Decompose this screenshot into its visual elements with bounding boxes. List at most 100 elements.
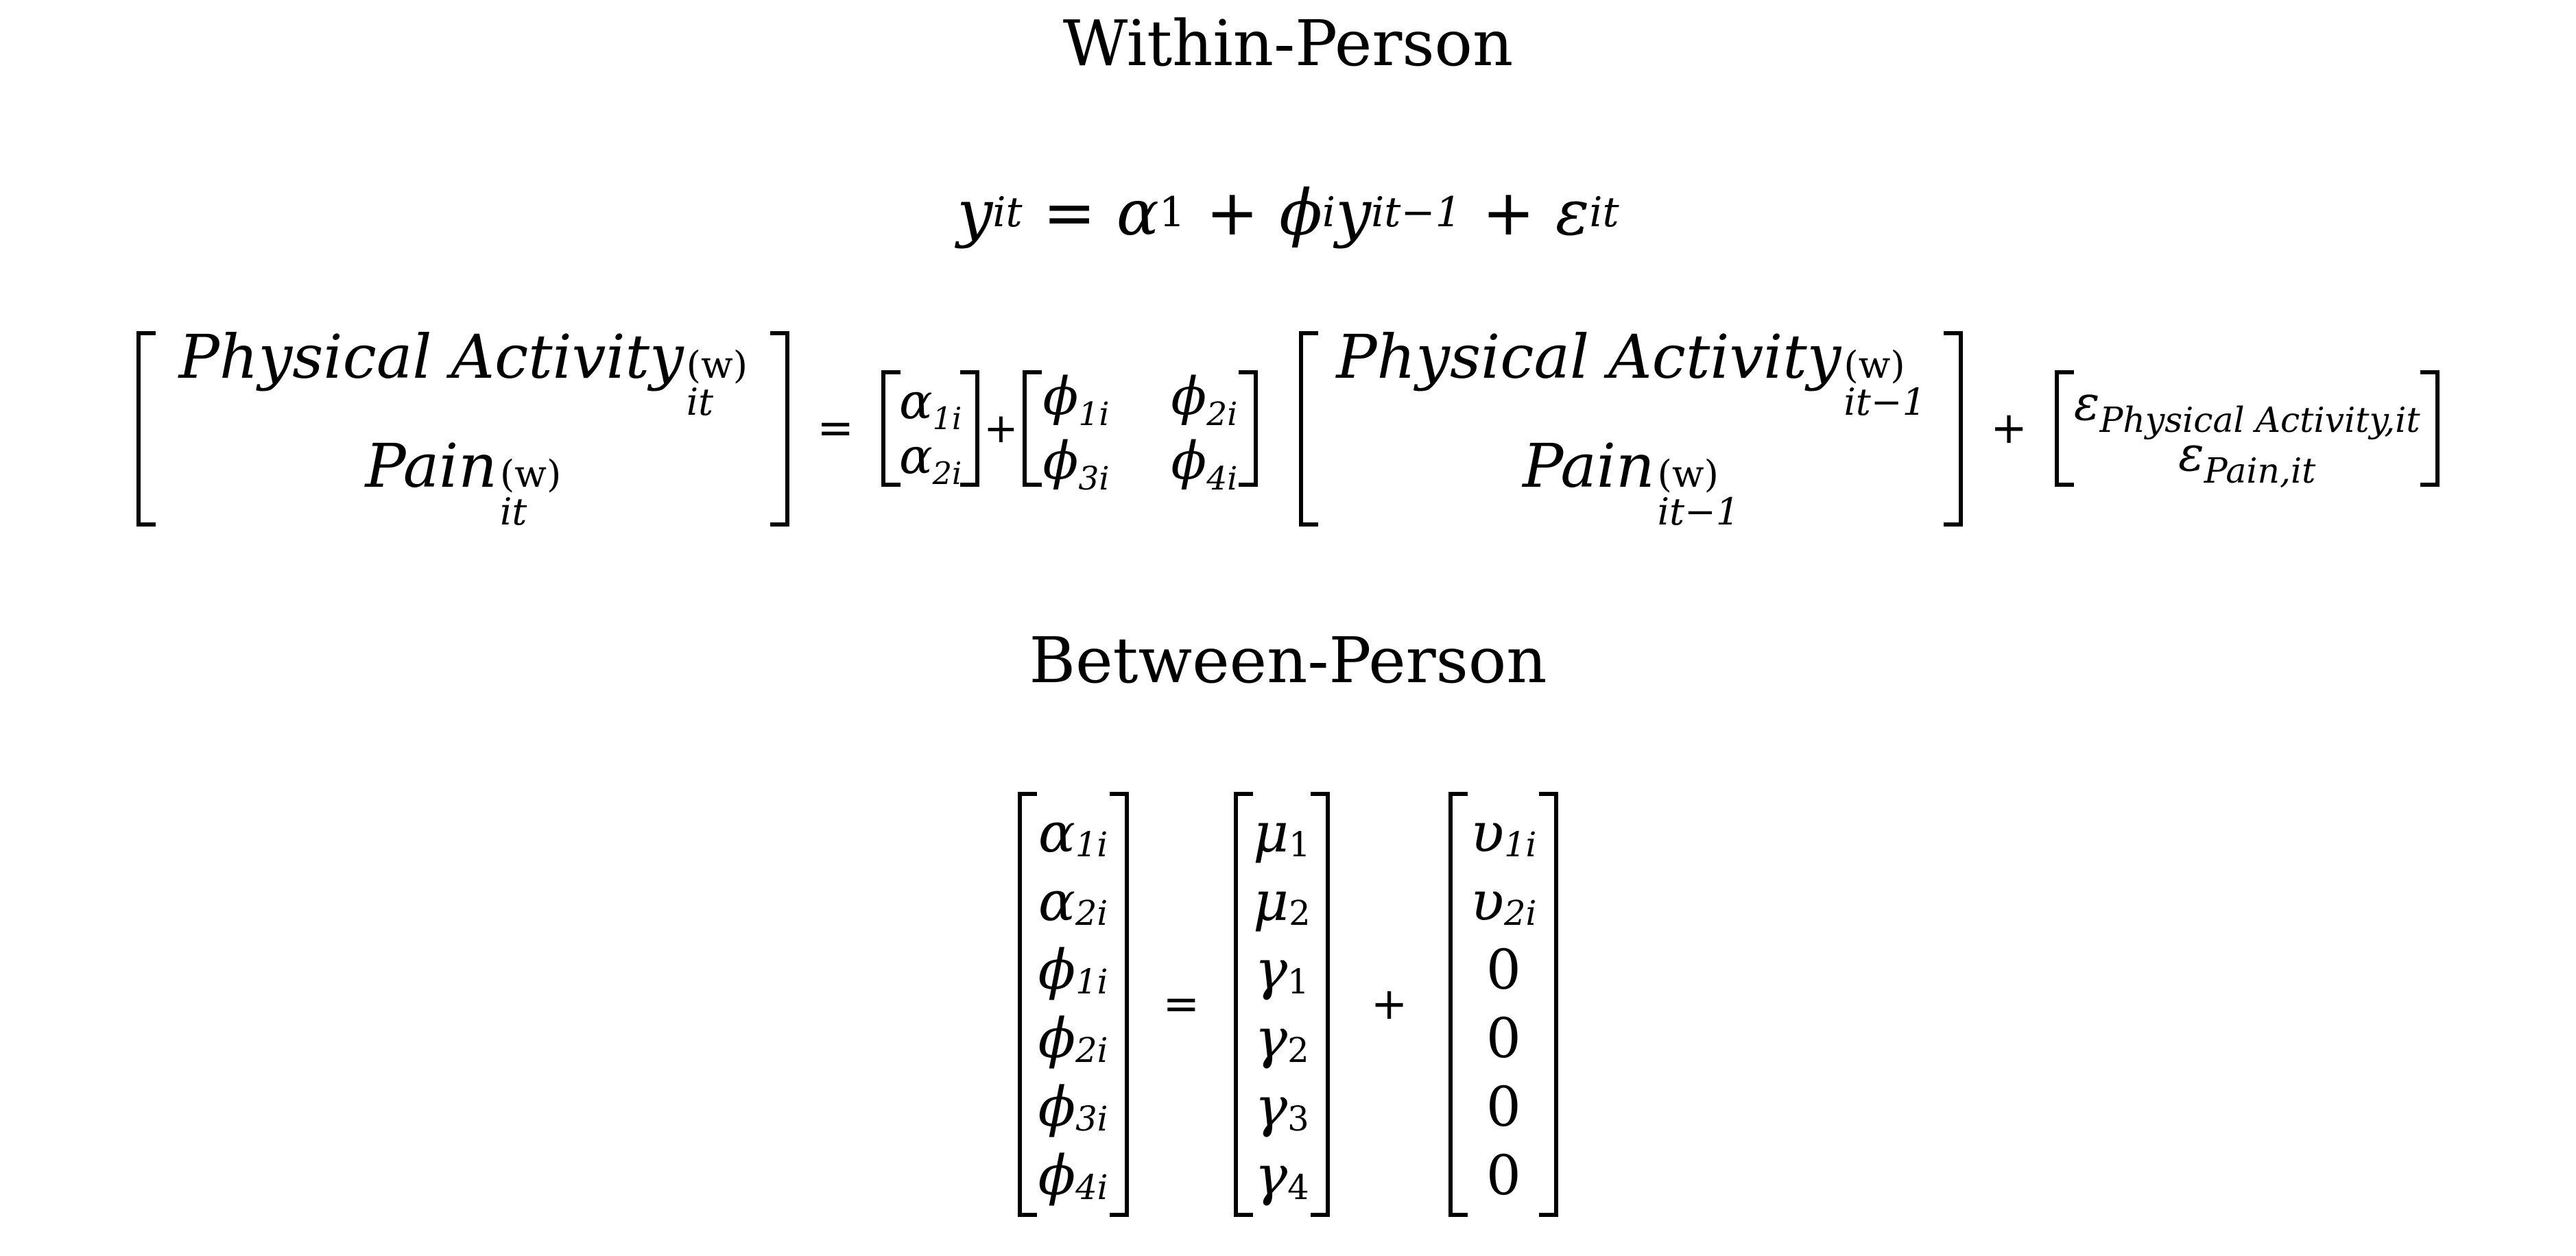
alpha-subscript: 1i xyxy=(1075,824,1108,865)
within-superscript: (w) xyxy=(686,342,748,387)
epsilon-subscript: Pain,it xyxy=(2204,450,2316,491)
within-person-heading: Within-Person xyxy=(1062,7,1514,80)
phi-symbol: ϕ xyxy=(1171,365,1207,426)
deviation-cell: 0 xyxy=(1486,936,1521,1004)
epsilon-symbol: ε xyxy=(2073,375,2100,431)
y-lag-symbol: y xyxy=(1335,176,1372,250)
phi-symbol: ϕ xyxy=(1038,1144,1076,1207)
mu-symbol: μ xyxy=(1253,869,1289,933)
y-lag-subscript: it−1 xyxy=(1371,189,1462,237)
phi-subscript: 2i xyxy=(1075,1030,1108,1070)
lagged-row-pain: Pain(w)it−1 xyxy=(1523,436,1739,530)
upsilon-subscript: 1i xyxy=(1503,824,1537,865)
upsilon-subscript: 2i xyxy=(1503,893,1537,933)
epsilon-subscript: it xyxy=(1589,189,1619,237)
mu-subscript: 1 xyxy=(1289,824,1311,865)
equals-sign: = xyxy=(817,403,854,454)
upsilon-symbol: υ xyxy=(1470,869,1504,933)
zero-value: 0 xyxy=(1486,1075,1521,1139)
alpha-subscript: 2i xyxy=(1075,893,1108,933)
deviation-cell: 0 xyxy=(1486,1142,1521,1210)
gamma-symbol: γ xyxy=(1254,938,1288,1002)
within-superscript: (w) xyxy=(1844,342,1905,387)
gamma-symbol: γ xyxy=(1254,1075,1288,1139)
phi-symbol: ϕ xyxy=(1038,1006,1076,1070)
plus-sign-2: + xyxy=(1481,176,1535,250)
phi-symbol: ϕ xyxy=(1042,365,1079,426)
deviation-cell: 0 xyxy=(1486,1073,1521,1142)
phi-symbol: ϕ xyxy=(1279,176,1322,250)
lag-subscript: it−1 xyxy=(1657,489,1740,533)
y-subscript: it xyxy=(992,189,1023,237)
zero-value: 0 xyxy=(1486,1144,1521,1207)
gamma-subscript: 1 xyxy=(1287,961,1309,1002)
phi-subscript: 3i xyxy=(1078,460,1110,498)
gamma-subscript: 3 xyxy=(1287,1098,1309,1139)
outcome-vector: Physical Activity(w)it Pain(w)it xyxy=(136,326,790,530)
epsilon-subscript: Physical Activity,it xyxy=(2099,399,2420,440)
lag-subscript: it−1 xyxy=(1844,380,1927,424)
phi-subscript: 3i xyxy=(1075,1098,1108,1139)
phi-symbol: ϕ xyxy=(1038,1075,1076,1139)
alpha-subscript: 2i xyxy=(932,455,962,492)
gamma-subscript: 2 xyxy=(1287,1030,1309,1070)
physical-activity-label: Physical Activity xyxy=(178,321,684,392)
within-superscript: (w) xyxy=(1657,452,1719,496)
between-person-heading: Between-Person xyxy=(1029,624,1547,697)
plus-sign: + xyxy=(1370,979,1408,1030)
phi-subscript: 4i xyxy=(1075,1167,1108,1207)
phi-subscript: 1i xyxy=(1075,961,1108,1002)
mu-subscript: 2 xyxy=(1289,893,1311,933)
outcome-row-pain: Pain(w)it xyxy=(365,436,561,530)
plus-sign-2: + xyxy=(1990,403,2027,454)
epsilon-symbol: ε xyxy=(1555,176,1590,250)
phi-subscript: i xyxy=(1322,189,1336,237)
mu-symbol: μ xyxy=(1253,801,1289,865)
equals-sign: = xyxy=(1162,979,1200,1030)
equals-sign: = xyxy=(1042,176,1096,250)
alpha-subscript: 1 xyxy=(1158,189,1186,237)
upsilon-symbol: υ xyxy=(1470,801,1504,865)
phi-symbol: ϕ xyxy=(1042,430,1079,491)
gamma-subscript: 4 xyxy=(1287,1167,1309,1207)
time-subscript: it xyxy=(686,380,714,424)
alpha-symbol: α xyxy=(1038,801,1075,865)
plus-sign: + xyxy=(1206,176,1259,250)
lagged-outcome-vector: Physical Activity(w)it−1 Pain(w)it−1 xyxy=(1299,326,1964,530)
zero-value: 0 xyxy=(1486,1006,1521,1070)
lagged-row-physical-activity: Physical Activity(w)it−1 xyxy=(1336,321,1927,424)
alpha-symbol: α xyxy=(898,372,933,430)
plus-sign: + xyxy=(983,404,1018,452)
alpha-symbol: α xyxy=(898,427,933,485)
physical-activity-label: Physical Activity xyxy=(1336,321,1841,392)
